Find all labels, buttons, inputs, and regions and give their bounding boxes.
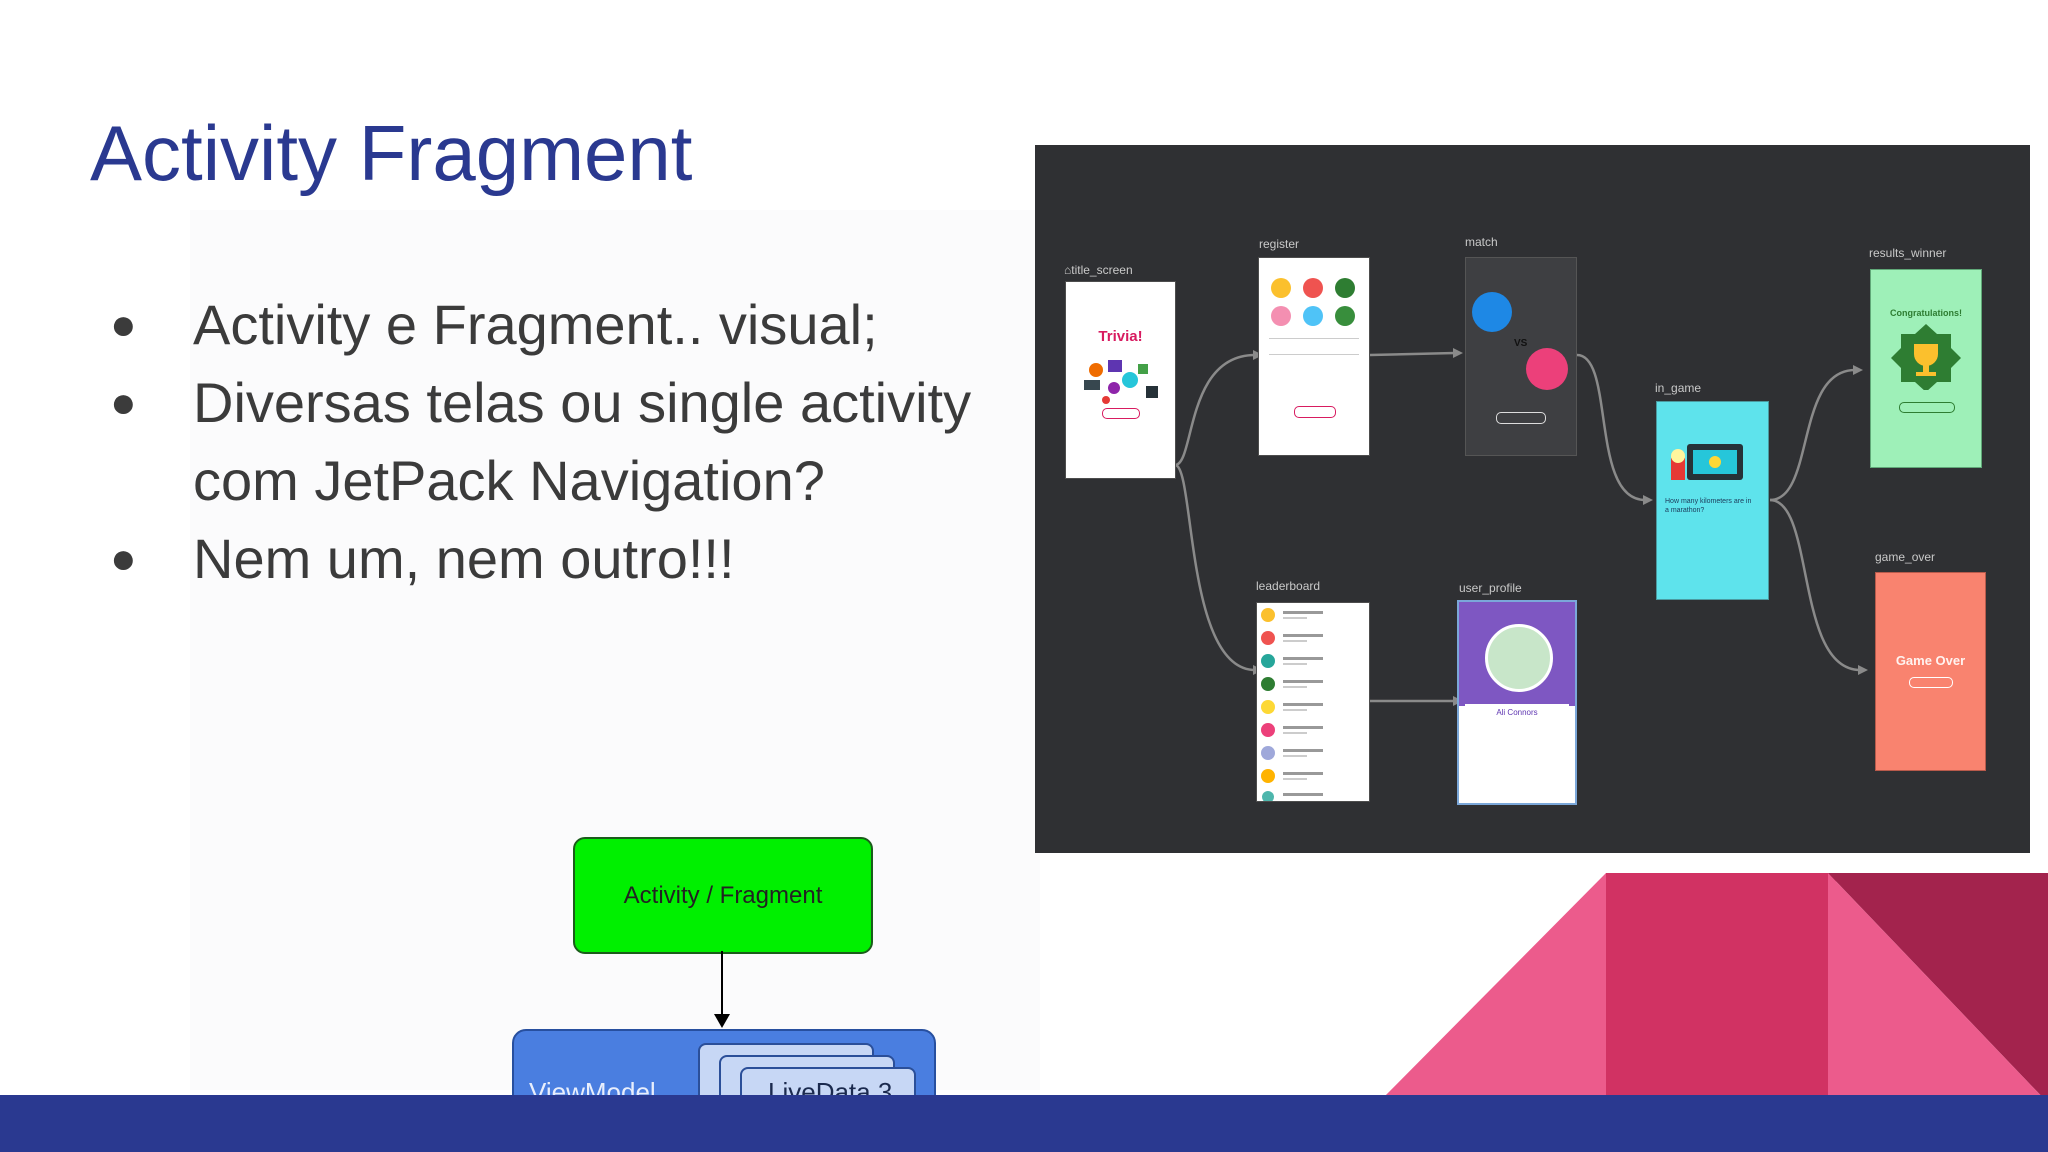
try-again-button-icon xyxy=(1909,677,1953,688)
edge-title-leaderboard xyxy=(1174,463,1256,672)
node-label-in-game: in_game xyxy=(1655,381,1702,395)
screen-leaderboard xyxy=(1256,602,1370,802)
bullet-item: ● Activity e Fragment.. visual; xyxy=(105,286,1005,364)
player-one-avatar xyxy=(1472,292,1512,332)
question-text: How many kilometers are in a marathon? xyxy=(1665,498,1752,514)
node-label-game-over: game_over xyxy=(1875,550,1936,564)
diagram-arrow-line xyxy=(721,951,723,1018)
screen-game-over: Game Over xyxy=(1875,572,1986,771)
edge-register-match xyxy=(1369,351,1456,357)
profile-avatar xyxy=(1485,624,1553,692)
edge-title-register xyxy=(1174,353,1256,467)
bullet-text: Activity e Fragment.. visual; xyxy=(193,293,878,356)
navigation-graph-image: ⌂title_screen Trivia! register match xyxy=(1035,145,2030,853)
bullet-item: ● Diversas telas ou single activity xyxy=(105,364,1005,442)
bullet-list: ● Activity e Fragment.. visual; ● Divers… xyxy=(105,286,1005,598)
trivia-illustration-icon xyxy=(1084,360,1158,404)
node-label-register: register xyxy=(1259,237,1300,251)
screen-title: Trivia! xyxy=(1065,281,1176,479)
screen-results-winner: Congratulations! xyxy=(1870,269,1982,468)
bullet-dot-icon: ● xyxy=(110,378,137,427)
node-label-results-winner: results_winner xyxy=(1869,246,1947,260)
activity-fragment-box: Activity / Fragment xyxy=(573,837,873,954)
bullet-dot-icon: ● xyxy=(110,534,137,583)
avatar-grid-icon xyxy=(1271,278,1355,326)
screen-in-game: How many kilometers are in a marathon? xyxy=(1656,401,1769,600)
activity-fragment-label: Activity / Fragment xyxy=(623,881,823,909)
edge-ingame-winner xyxy=(1769,368,1856,502)
bullet-item: ● Nem um, nem outro!!! xyxy=(105,520,1005,598)
edge-match-ingame xyxy=(1576,353,1646,502)
decorative-triangles xyxy=(1378,873,2048,1103)
bullet-text: Diversas telas ou single activity xyxy=(193,371,972,434)
node-label-title-screen: ⌂title_screen xyxy=(1064,263,1133,277)
trophy-icon xyxy=(1891,324,1961,390)
trivia-text: Trivia! xyxy=(1098,328,1143,345)
screen-register xyxy=(1258,257,1370,456)
node-label-leaderboard: leaderboard xyxy=(1256,579,1321,593)
bullet-item-continuation: com JetPack Navigation? xyxy=(105,442,1005,520)
tv-popcorn-icon xyxy=(1671,444,1743,480)
vs-text: VS xyxy=(1514,338,1528,349)
congratulations-text: Congratulations! xyxy=(1890,308,1962,318)
node-label-user-profile: user_profile xyxy=(1459,581,1522,595)
play-button-icon xyxy=(1102,408,1140,419)
profile-name: Ali Connors xyxy=(1496,708,1538,717)
leaderboard-rows-icon xyxy=(1261,608,1323,801)
player-two-avatar xyxy=(1526,348,1568,390)
edge-ingame-gameover xyxy=(1769,498,1861,672)
screen-match: VS xyxy=(1465,257,1577,456)
slide-title: Activity Fragment xyxy=(90,109,693,197)
signup-button-icon xyxy=(1294,406,1336,418)
bullet-text: Nem um, nem outro!!! xyxy=(193,527,735,590)
bullet-dot-icon: ● xyxy=(110,300,137,349)
profile-card: Ali Connors xyxy=(1465,704,1569,794)
next-match-button-icon xyxy=(1899,402,1955,413)
bottom-bar xyxy=(0,1095,2048,1152)
arrow-down-icon xyxy=(714,1014,730,1028)
start-match-button-icon xyxy=(1496,412,1546,424)
node-label-match: match xyxy=(1465,235,1498,249)
bullet-text: com JetPack Navigation? xyxy=(193,449,825,512)
game-over-text: Game Over xyxy=(1895,653,1966,668)
screen-user-profile: Ali Connors xyxy=(1457,600,1577,805)
home-icon: ⌂ xyxy=(1064,263,1072,277)
